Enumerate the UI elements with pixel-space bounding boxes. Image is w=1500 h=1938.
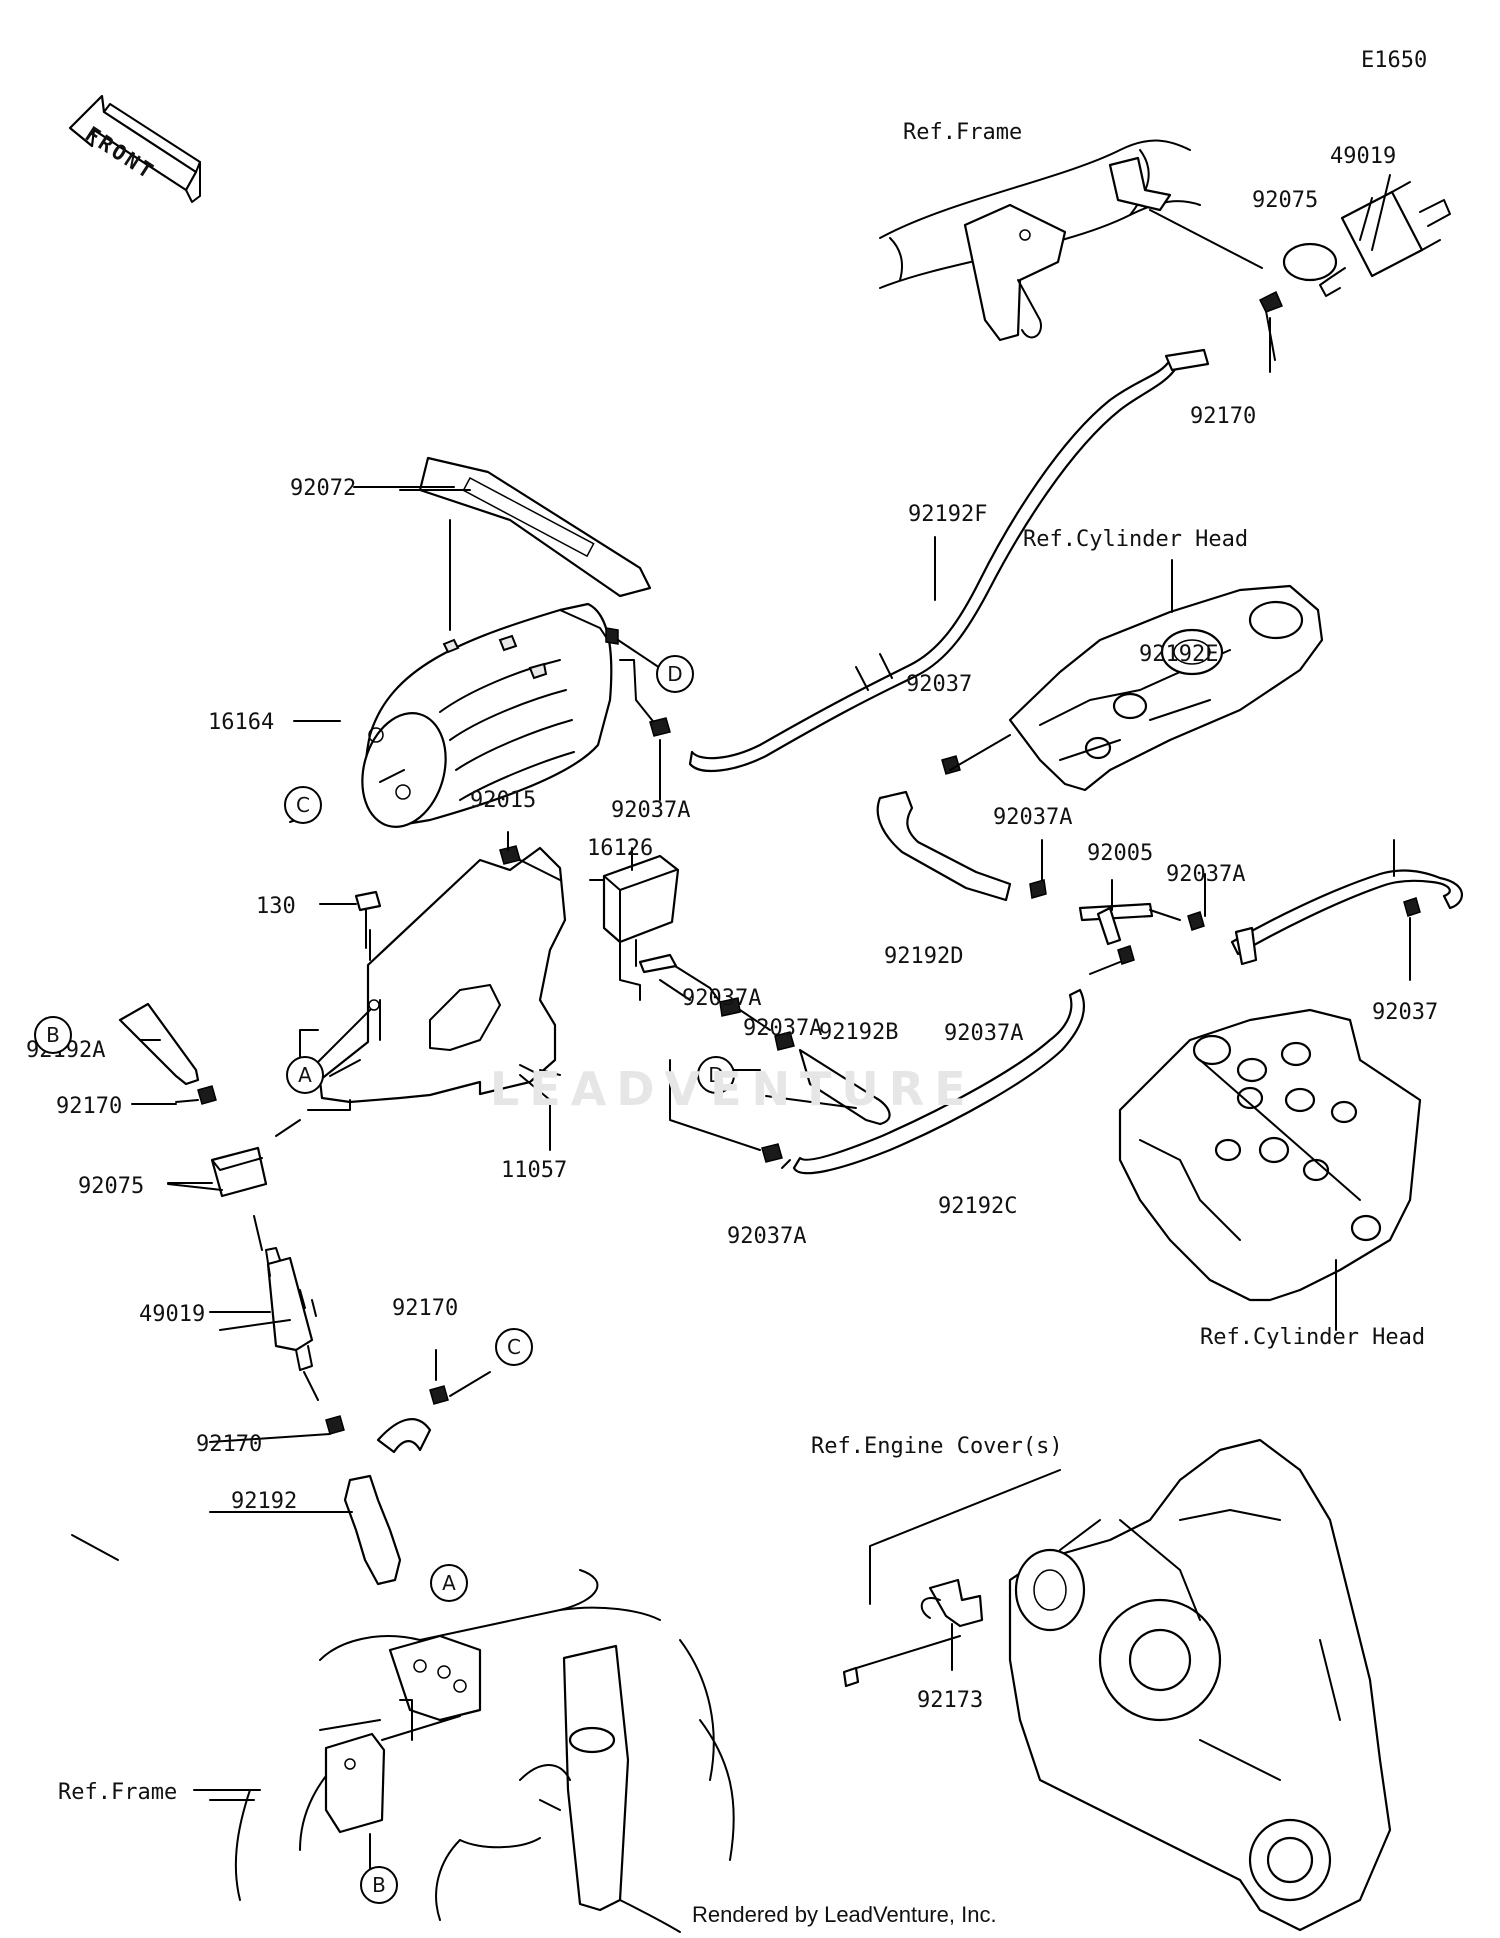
part-49019-top-label: 49019 (1330, 144, 1397, 169)
cylinder-head-top (1008, 559, 1324, 792)
ref-cylinder-head-top-label: Ref.Cylinder Head (1023, 527, 1249, 552)
footer-credit: Rendered by LeadVenture, Inc. (692, 1902, 997, 1927)
part-92192C-label: 92192C (938, 1194, 1018, 1219)
solenoid-valve-16126 (589, 847, 721, 1003)
callout-d-top: D (656, 655, 694, 693)
part-92170-a-label: 92170 (56, 1094, 123, 1119)
callout-c-canister: C (284, 786, 322, 824)
part-92192B-label: 92192B (819, 1020, 899, 1045)
part-92075-b-label: 92075 (78, 1174, 145, 1199)
cylinder-head-bottom (1118, 1008, 1422, 1331)
part-92005-label: 92005 (1087, 841, 1154, 866)
part-130-label: 130 (256, 894, 296, 919)
part-92015-label: 92015 (470, 788, 537, 813)
leader-lines (71, 486, 761, 1791)
callout-a-bracket: A (286, 1056, 324, 1094)
hose-92192F (688, 348, 1210, 773)
ref-frame-top-label: Ref.Frame (903, 120, 1023, 145)
part-16164-label: 16164 (208, 710, 275, 735)
fuel-filter-top (1258, 174, 1451, 373)
part-92075-top-label: 92075 (1252, 188, 1319, 213)
part-92072-label: 92072 (290, 476, 357, 501)
part-92192F-label: 92192F (908, 502, 988, 527)
ref-engine-cover-label: Ref.Engine Cover(s) (811, 1434, 1063, 1459)
frame-bottom-drawing (209, 1569, 735, 1933)
callout-c-lower: C (495, 1328, 533, 1366)
frame-top-drawing (879, 139, 1263, 342)
part-92037A-6-label: 92037A (1166, 862, 1246, 887)
fuel-filter-lower (118, 1002, 491, 1586)
front-arrow-icon (68, 94, 201, 203)
part-92170-top-label: 92170 (1190, 404, 1257, 429)
part-92037A-3-label: 92037A (743, 1016, 823, 1041)
hose-92192D-and-tee (876, 734, 1206, 975)
part-92170-b-label: 92170 (392, 1296, 459, 1321)
part-92192D-label: 92192D (884, 944, 964, 969)
callout-b-left: B (34, 1016, 72, 1054)
part-92037A-4-label: 92037A (727, 1224, 807, 1249)
part-92037-top-label: 92037 (906, 672, 973, 697)
part-92037A-2-label: 92037A (682, 986, 762, 1011)
callout-d-lower: D (697, 1056, 735, 1094)
bracket-11057 (299, 846, 567, 1151)
diagram-code: E1650 (1361, 48, 1428, 73)
part-92192E-label: 92192E (1139, 642, 1219, 667)
part-11057-label: 11057 (501, 1158, 568, 1183)
hoses-solenoid (669, 988, 1085, 1175)
part-92173-label: 92173 (917, 1688, 984, 1713)
canister-16164 (361, 456, 661, 828)
ref-frame-bottom-label: Ref.Frame (58, 1780, 178, 1805)
part-16126-label: 16126 (587, 836, 654, 861)
part-92037-right-label: 92037 (1372, 1000, 1439, 1025)
part-92037A-7-label: 92037A (944, 1021, 1024, 1046)
hose-canister-outlet (619, 659, 671, 801)
part-92037A-5-label: 92037A (993, 805, 1073, 830)
hose-92192E (1230, 839, 1463, 981)
part-92037A-1-label: 92037A (611, 798, 691, 823)
part-49019-lower-label: 49019 (139, 1302, 206, 1327)
ref-cylinder-head-bottom-label: Ref.Cylinder Head (1200, 1325, 1426, 1350)
part-92170-c-label: 92170 (196, 1432, 263, 1457)
watermark: LEADVENTURE (490, 1062, 976, 1116)
engine-cover-drawing (842, 1438, 1392, 1932)
callout-b-frame: B (360, 1866, 398, 1904)
callout-a-frame: A (430, 1564, 468, 1602)
nut-and-bolt (354, 831, 561, 961)
part-92192-label: 92192 (231, 1489, 298, 1514)
